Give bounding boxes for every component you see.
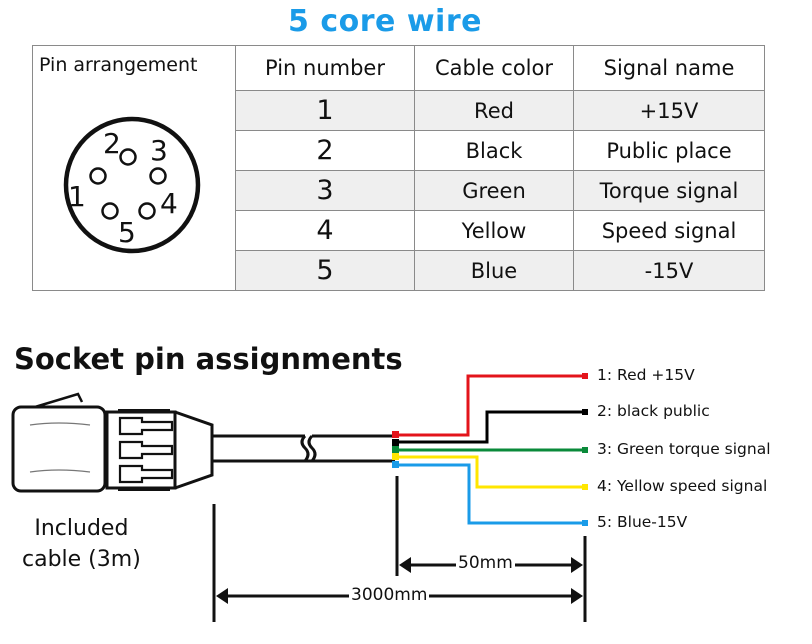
pin-number-cell: 3 [235,170,415,211]
pin-arrangement-cell: Pin arrangement [32,45,236,291]
cable-color-cell: Black [414,130,574,171]
signal-name-header: Signal name [573,45,765,91]
page-title: 5 core wire [288,4,482,39]
arrowhead-left-3000mm [216,588,228,604]
wire-end-yellow [392,453,399,460]
wire-label-yellow: 4: Yellow speed signal [597,477,768,495]
cable-color-cell: Red [414,90,574,131]
wire-end-red [392,431,399,438]
included-cable-note: Included cable (3m) [22,513,141,575]
dimension-label-50mm: 50mm [456,553,515,573]
wire-label-blue: 5: Blue-15V [597,513,688,531]
included-line-1: Included [34,516,129,541]
table-row: 1 Red +15V [33,90,765,131]
signal-name-cell: +15V [573,90,765,131]
pin-number-cell: 4 [235,210,415,251]
wire-end-green [392,446,399,453]
wire-yellow [395,455,585,489]
wire-label-red: 1: Red +15V [597,366,695,384]
wire-label-black: 2: black public [597,402,710,420]
wire-label-green: 3: Green torque signal [597,440,771,458]
signal-name-cell: Torque signal [573,170,765,211]
table-row: 4 Yellow Speed signal [33,210,765,251]
terminal-black [582,409,588,415]
terminal-green [582,447,588,453]
terminal-red [582,373,588,379]
signal-name-cell: Public place [573,130,765,171]
pin-table: Pin arrangement Pin number Cable color S… [32,45,765,291]
terminal-blue [582,520,588,526]
terminal-yellow [582,484,588,490]
pin-number-cell: 5 [235,250,415,291]
pin-arrangement-header: Pin arrangement [39,54,198,76]
table-header-row: Pin arrangement Pin number Cable color S… [32,45,765,291]
wire-group [392,373,588,526]
arrowhead-right-3000mm [571,588,583,604]
socket-section-title: Socket pin assignments [14,342,403,376]
dimension-label-3000mm: 3000mm [349,585,430,605]
wire-black [395,410,585,444]
signal-name-cell: -15V [573,250,765,291]
table-row: 3 Green Torque signal [33,170,765,211]
cable-color-cell: Green [414,170,574,211]
cable-color-header: Cable color [414,45,574,91]
cable-color-cell: Blue [414,250,574,291]
arrowhead-left-50mm [399,557,411,573]
wire-blue [395,463,585,525]
table-row: 5 Blue -15V [33,250,765,291]
arrowhead-right-50mm [571,557,583,573]
signal-name-cell: Speed signal [573,210,765,251]
pin-number-header: Pin number [235,45,415,91]
included-line-2: cable (3m) [22,547,141,572]
pin-number-cell: 2 [235,130,415,171]
wire-red [395,374,585,437]
plug-icon [11,392,395,493]
cable-color-cell: Yellow [414,210,574,251]
wire-end-black [392,439,399,446]
pin-number-cell: 1 [235,90,415,131]
wire-end-blue [392,461,399,468]
